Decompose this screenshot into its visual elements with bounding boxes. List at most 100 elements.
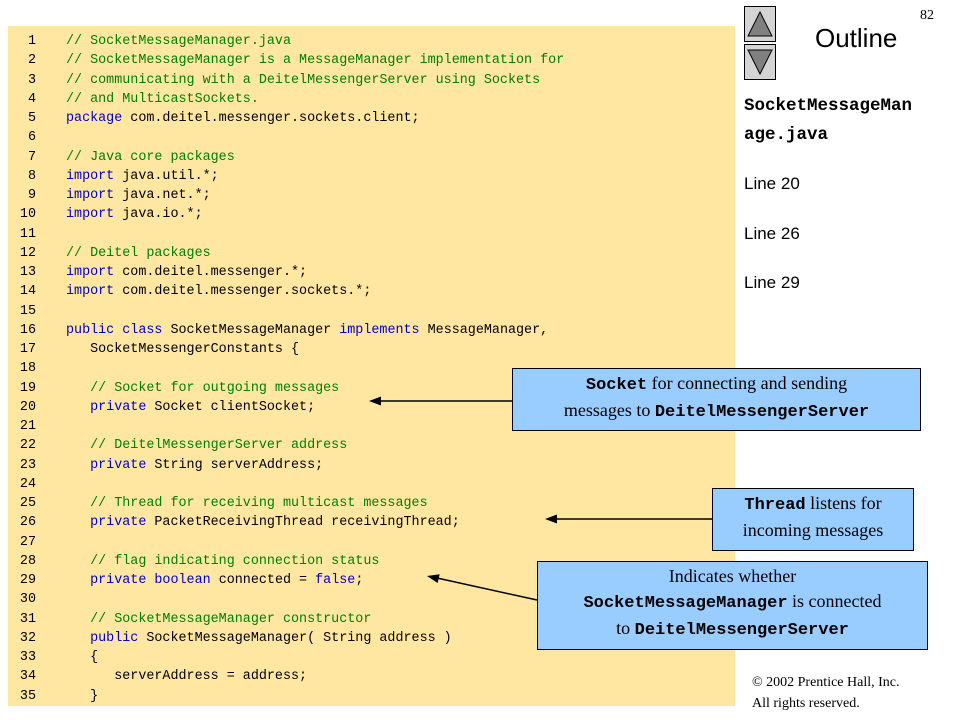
line-number: 35: [19, 688, 36, 704]
previous-slide-button[interactable]: [744, 6, 776, 42]
code-comment: // Java core packages: [66, 149, 235, 165]
code-comment: // and MulticastSockets.: [66, 91, 259, 107]
code-text: // communicating with a DeitelMessengerS…: [66, 71, 540, 90]
code-text: serverAddress = address;: [66, 667, 307, 686]
code-comment: // Thread for receiving multicast messag…: [90, 496, 428, 511]
code-comment: // Deitel packages: [66, 245, 211, 261]
callout-text: listens for: [805, 493, 882, 513]
line-number: 13: [19, 265, 36, 280]
code-comment: // communicating with a DeitelMessengerS…: [66, 72, 541, 88]
code-token: com.deitel.messenger.sockets.client;: [122, 111, 420, 126]
next-slide-button[interactable]: [744, 44, 776, 80]
code-keyword: private: [90, 399, 147, 415]
code-token: MessageManager,: [419, 322, 549, 338]
line-number: 24: [19, 476, 36, 492]
code-token: ;: [355, 573, 364, 588]
line-number: 6: [27, 130, 36, 146]
line-number: 10: [19, 207, 36, 223]
code-token: SocketMessageManager: [162, 322, 340, 338]
code-keyword: private boolean: [90, 573, 211, 588]
code-text: import java.net.*;: [66, 186, 211, 205]
code-text: private PacketReceivingThread receivingT…: [66, 513, 460, 532]
code-token: connected =: [210, 573, 316, 588]
code-token: }: [66, 688, 99, 704]
line-number: 11: [19, 226, 36, 242]
line-number: 17: [19, 342, 36, 357]
code-text: public class SocketMessageManager implem…: [66, 321, 548, 340]
code-token: SocketMessengerConstants {: [66, 342, 300, 357]
line-number: 2: [27, 53, 36, 69]
code-text: public SocketMessageManager( String addr…: [66, 629, 452, 648]
line-number: 1: [27, 34, 36, 49]
line-number: 27: [19, 534, 36, 550]
code-text: // SocketMessageManager constructor: [66, 610, 371, 629]
code-token: com.deitel.messenger.*;: [114, 265, 308, 280]
line-number: 7: [27, 149, 36, 165]
code-text: {: [66, 648, 98, 667]
line-number: 18: [19, 361, 36, 377]
outline-line-29: Line 29: [744, 273, 800, 292]
code-keyword: public: [90, 630, 139, 646]
code-text: // Thread for receiving multicast messag…: [66, 494, 428, 513]
line-number: 30: [19, 592, 36, 608]
line-number: 33: [19, 650, 36, 665]
line-number: 34: [19, 669, 36, 685]
code-comment: // SocketMessageManager constructor: [90, 611, 372, 627]
code-text: }: [66, 687, 98, 706]
outline-line-20: Line 20: [744, 174, 800, 193]
code-text: // and MulticastSockets.: [66, 90, 259, 109]
line-number: 23: [19, 457, 36, 473]
outline-line-26: Line 26: [744, 224, 800, 243]
code-token: Socket clientSocket;: [146, 399, 316, 415]
code-comment: // Socket for outgoing messages: [90, 380, 340, 396]
code-keyword: import: [66, 168, 115, 184]
line-number: 16: [19, 322, 36, 338]
code-token: java.net.*;: [114, 188, 211, 203]
callout-text: incoming messages: [742, 520, 884, 540]
code-keyword: import: [66, 188, 115, 203]
callout-code: SocketMessageManager: [583, 594, 788, 613]
code-keyword: implements: [339, 322, 420, 338]
arrowhead-socket: [369, 396, 381, 406]
line-number: 4: [27, 91, 36, 107]
code-comment: // SocketMessageManager.java: [66, 34, 291, 49]
line-number: 31: [19, 611, 36, 627]
code-keyword: public class: [66, 322, 163, 338]
code-keyword: import: [66, 265, 115, 280]
callout-code: Thread: [744, 496, 806, 515]
line-number: 29: [19, 573, 36, 588]
file-title-line1: SocketMessageMan: [744, 96, 913, 116]
code-keyword: private: [90, 457, 147, 473]
line-number: 22: [19, 438, 36, 454]
line-number: 32: [19, 630, 36, 646]
copyright-line1: © 2002 Prentice Hall, Inc.: [752, 675, 900, 690]
line-number: 19: [19, 380, 36, 396]
line-number: 12: [19, 245, 36, 261]
callout-text: Indicates whether: [668, 566, 797, 586]
code-text: import com.deitel.messenger.sockets.*;: [66, 282, 371, 301]
triangle-up-icon: [747, 10, 773, 37]
callout-thread: Thread listens for incoming messages: [712, 488, 914, 551]
code-token: serverAddress = address;: [66, 669, 308, 685]
code-text: // Java core packages: [66, 148, 235, 167]
code-text: import java.util.*;: [66, 167, 219, 186]
copyright-line2: All rights reserved.: [752, 696, 860, 711]
callout-text: is connected: [787, 591, 882, 611]
code-token: PacketReceivingThread receivingThread;: [146, 515, 460, 531]
code-text: import java.io.*;: [66, 205, 203, 224]
code-comment: // SocketMessageManager is a MessageMana…: [66, 53, 565, 69]
line-number: 14: [19, 284, 36, 300]
callout-text: for connecting and sending: [647, 373, 848, 393]
code-token: java.io.*;: [114, 207, 203, 223]
arrow-connected: [436, 577, 538, 601]
code-text: package com.deitel.messenger.sockets.cli…: [66, 109, 420, 128]
callout-text: messages to: [563, 400, 655, 420]
line-number: 28: [19, 553, 36, 569]
arrowhead-connected: [427, 574, 440, 583]
code-text: // Socket for outgoing messages: [66, 379, 339, 398]
code-text: // flag indicating connection status: [66, 552, 379, 571]
code-keyword: false: [315, 573, 356, 588]
line-number: 25: [19, 496, 36, 511]
code-token: com.deitel.messenger.sockets.*;: [114, 284, 372, 300]
